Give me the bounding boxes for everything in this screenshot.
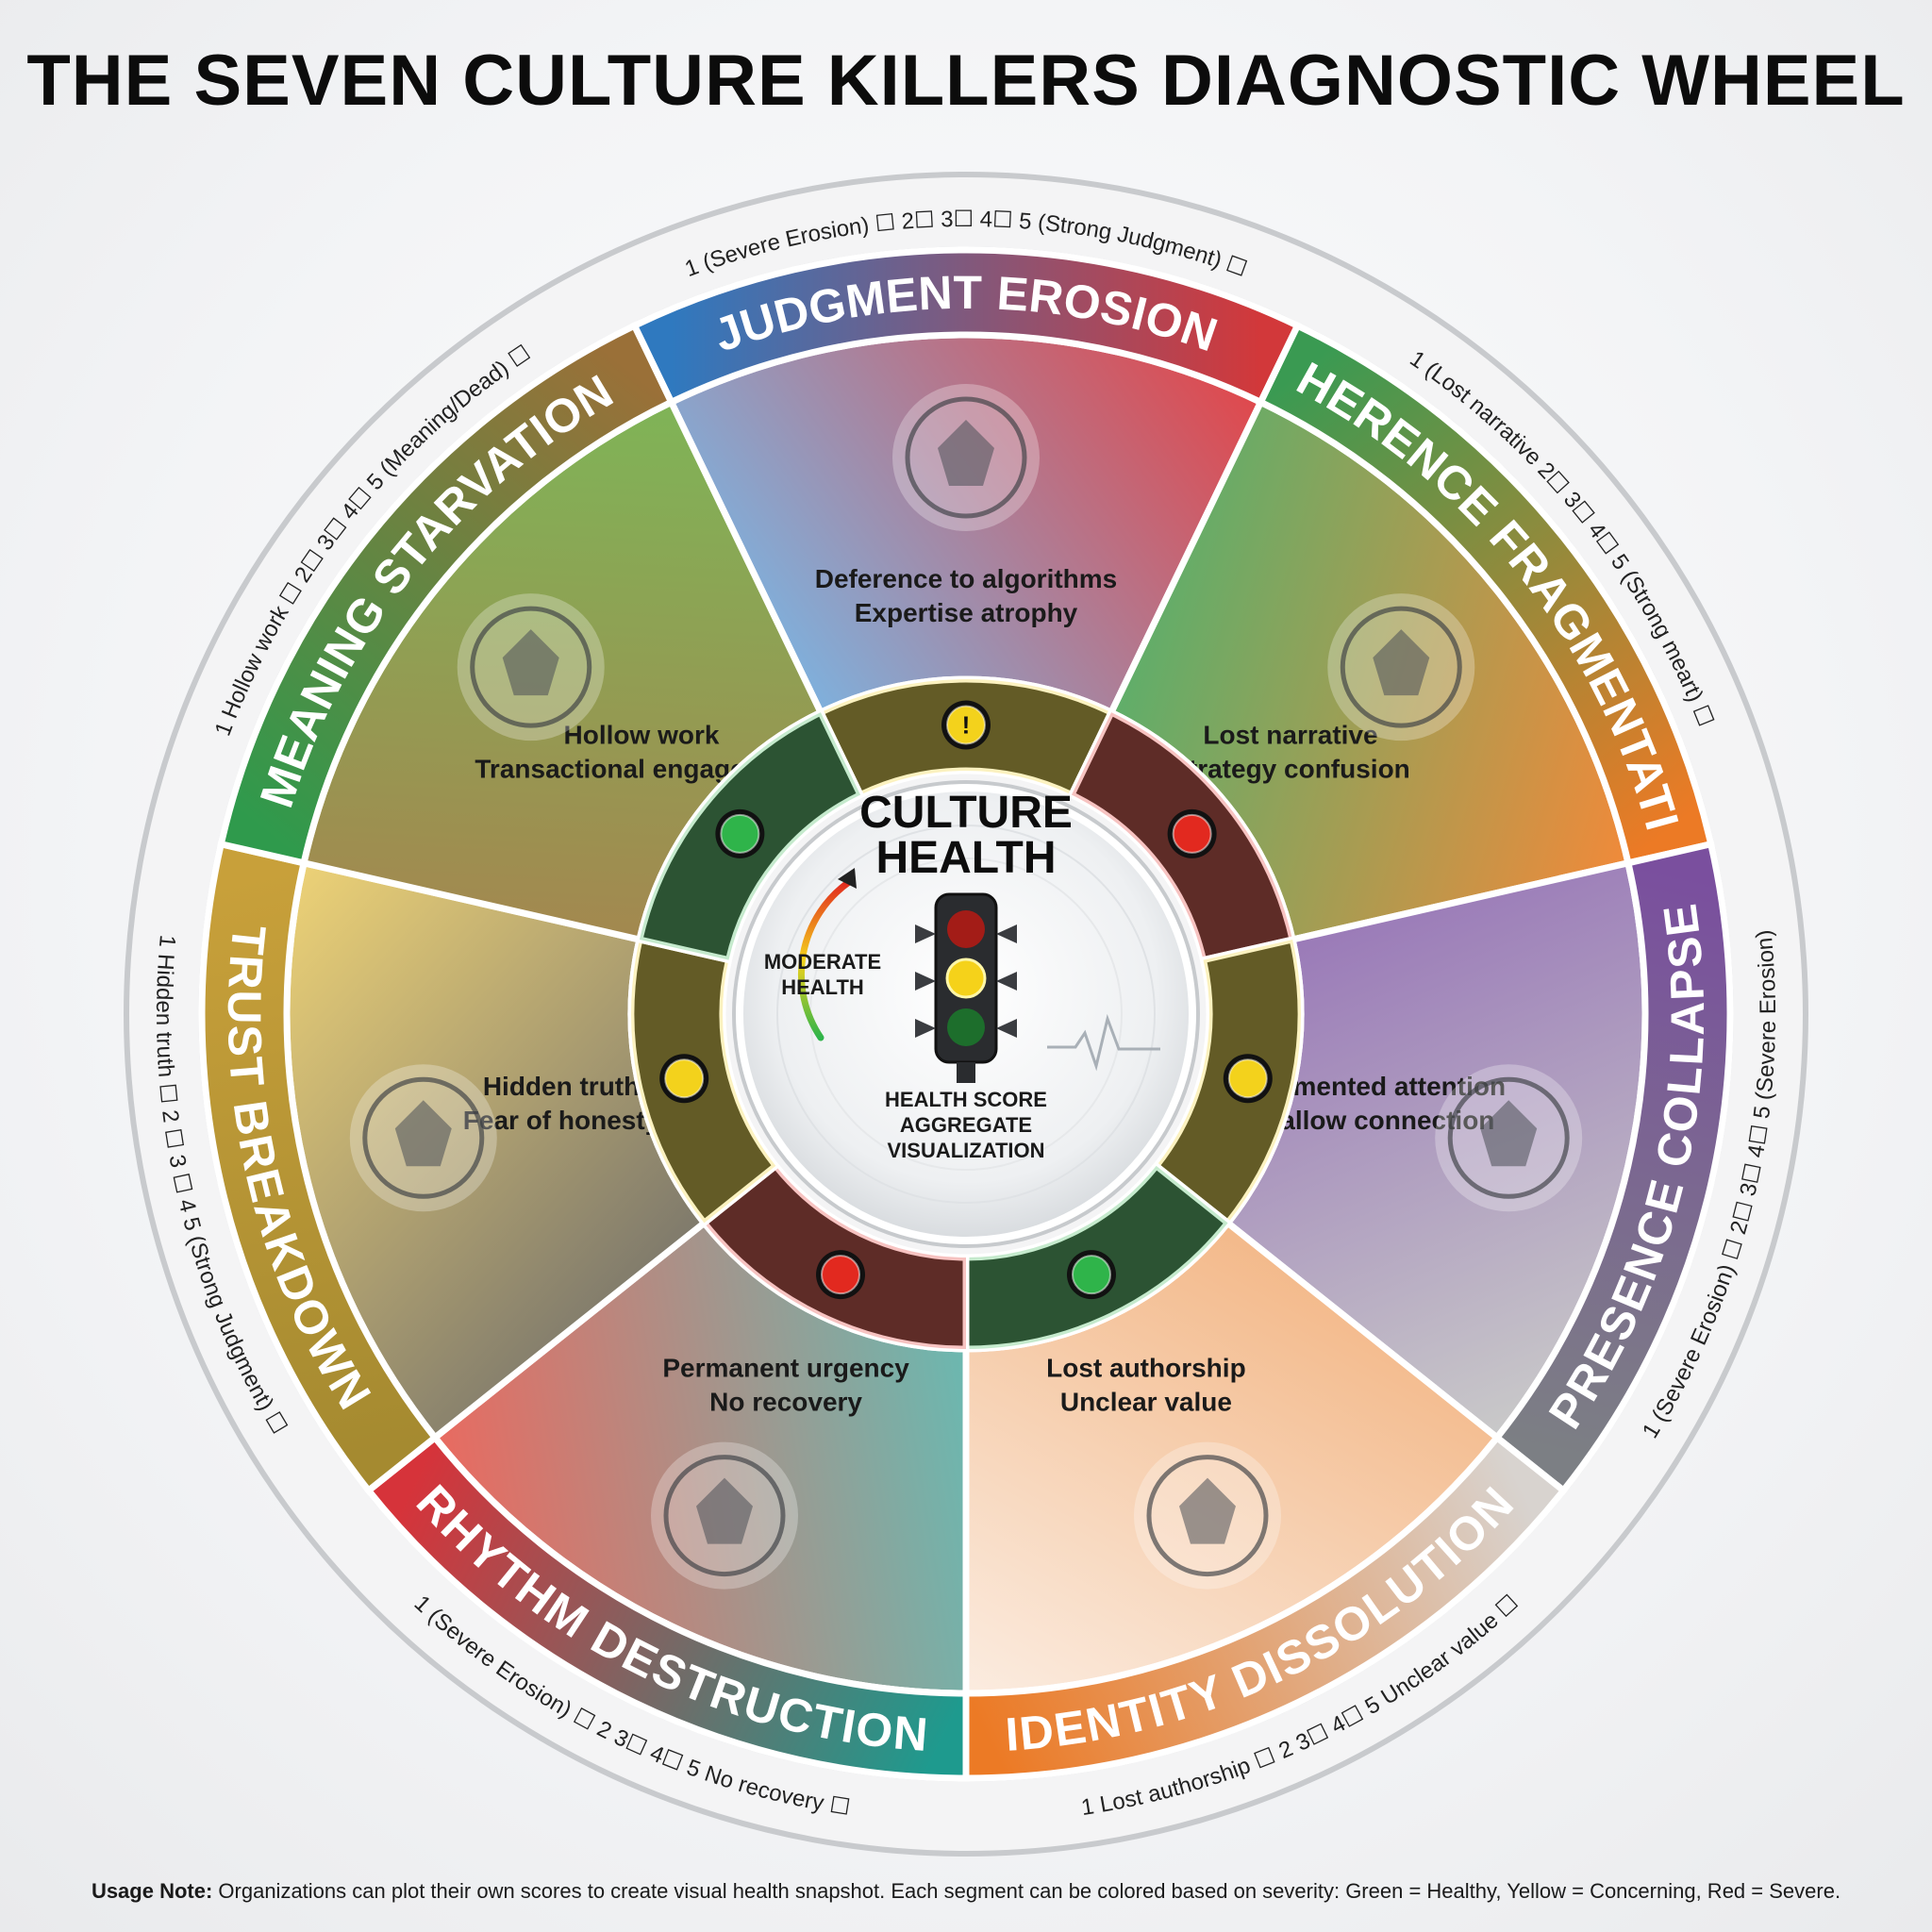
status-ring-coherence-fragmentation [1067, 708, 1297, 964]
status-layer: ! [627, 675, 1305, 1353]
usage-note: Usage Note: Organizations can plot their… [0, 1879, 1932, 1904]
segment-symptom-2: Expertise atrophy [855, 598, 1078, 627]
health-gauge-arc [797, 878, 853, 1041]
segment-symptom-2: Fear of honesty [463, 1106, 660, 1135]
segment-symptom-2: Unclear value [1060, 1387, 1232, 1416]
segment-band [217, 321, 676, 867]
segment-symptom-1: Lost authorship [1046, 1353, 1246, 1382]
warning-icon: ! [962, 711, 971, 740]
gauge-label-line2: HEALTH [781, 975, 864, 999]
usage-note-label: Usage Note: [91, 1879, 213, 1903]
segment-symptom-1: Hidden truth [483, 1072, 640, 1101]
usage-note-text: Organizations can plot their own scores … [212, 1879, 1841, 1903]
shattered-mirror-icon [1327, 593, 1475, 741]
segment-symptom-1: Hollow work [564, 721, 720, 750]
pulse-line-icon [1047, 1013, 1160, 1072]
segment-symptom-2: No recovery [709, 1387, 862, 1416]
traffic-light-icon [915, 892, 1017, 1083]
center-ripple [776, 824, 1156, 1204]
ai-brain-icon [892, 384, 1040, 531]
split-screen-people-icon [1435, 1064, 1583, 1212]
segment-symptom-1: Lost narrative [1203, 721, 1377, 750]
segment-symptom-1: Permanent urgency [662, 1353, 909, 1382]
center-title-line2: HEALTH [875, 833, 1056, 883]
dissolving-figure-icon [1133, 1441, 1281, 1590]
gauge-arrow-icon [838, 868, 857, 889]
center-caption-line1: HEALTH SCORE [885, 1088, 1047, 1111]
segment-symptom-2: Strategy confusion [1171, 755, 1410, 784]
segment-symptom-1: Deference to algorithms [815, 564, 1118, 593]
status-ring-trust-breakdown [627, 935, 781, 1228]
gauge-label-line1: MODERATE [764, 950, 881, 974]
center-caption-line2: AGGREGATE [900, 1113, 1032, 1137]
empty-plate-wilted-plant-icon [457, 593, 605, 741]
page-title: THE SEVEN CULTURE KILLERS DIAGNOSTIC WHE… [26, 41, 1906, 121]
center-caption-line3: VISUALIZATION [887, 1139, 1044, 1162]
handshake-broken-bridge-icon [349, 1064, 497, 1212]
center-title-line1: CULTURE [859, 788, 1073, 838]
status-ring-meaning-starvation [635, 708, 865, 964]
status-ring-judgment-erosion: ! [816, 675, 1116, 800]
monitor-metronome-icon [651, 1441, 799, 1590]
